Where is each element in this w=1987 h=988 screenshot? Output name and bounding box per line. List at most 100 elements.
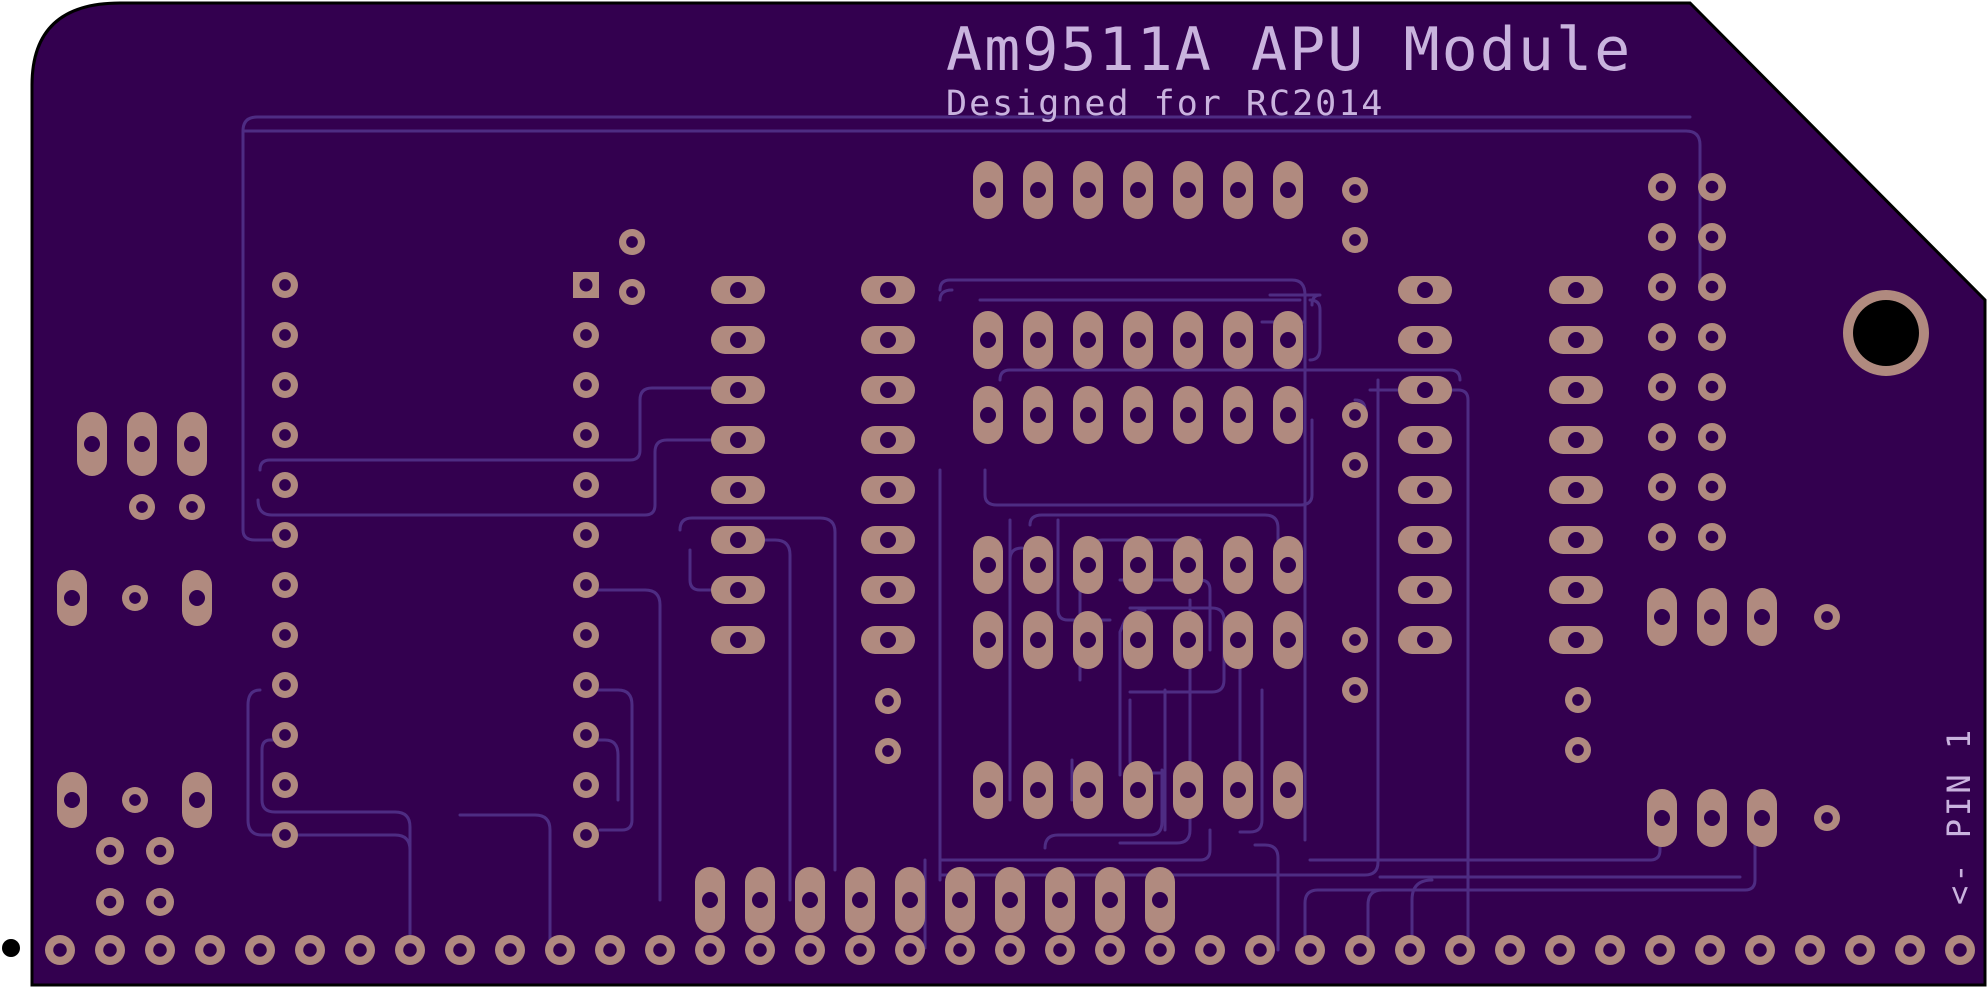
header-pin [695, 867, 725, 933]
ic4-bottom-pin [973, 386, 1003, 444]
regulator-pin [1647, 789, 1677, 847]
dip-right-pin [573, 372, 599, 398]
edge-connector-pin [1695, 935, 1725, 965]
left-header-pad [146, 837, 174, 865]
ic3-top-pin [973, 161, 1003, 219]
edge-connector-pin [1395, 935, 1425, 965]
pad [875, 738, 901, 764]
dip-right-pin [573, 322, 599, 348]
edge-connector-pin [1895, 935, 1925, 965]
ic5-bottom-pin [1023, 611, 1053, 669]
edge-connector-pin [695, 935, 725, 965]
mounting-hole [1843, 290, 1929, 376]
pin-header-pad [1698, 223, 1726, 251]
ic4-bottom-pin [1073, 386, 1103, 444]
header-pin [745, 867, 775, 933]
ic6-bottom-pin [1173, 761, 1203, 819]
regulator-pin [1747, 789, 1777, 847]
edge-connector-pin [1945, 935, 1975, 965]
regulator-pin [1697, 588, 1727, 646]
ic4-bottom-pin [1223, 386, 1253, 444]
edge-connector-pin [245, 935, 275, 965]
pad [122, 585, 148, 611]
ic5-top-pin [1073, 536, 1103, 594]
pin-header-pad [1698, 473, 1726, 501]
edge-connector-pin [95, 935, 125, 965]
edge-connector-pin [595, 935, 625, 965]
ic4-bottom-pin [1273, 386, 1303, 444]
ic6-bottom-pin [1073, 761, 1103, 819]
ic2-left-pin [711, 526, 765, 554]
ic7-left-pin [1398, 576, 1452, 604]
ic7-right-pin [1549, 276, 1603, 304]
left-component-pin [127, 412, 157, 476]
edge-connector-pin [1195, 935, 1225, 965]
dip-right-pin [573, 772, 599, 798]
ic7-left-pin [1398, 476, 1452, 504]
ic5-bottom-pin [1223, 611, 1253, 669]
ic5-top-pin [973, 536, 1003, 594]
ic2-left-pin [711, 376, 765, 404]
edge-connector-pin [195, 935, 225, 965]
pin-header-pad [1648, 373, 1676, 401]
ic3-top-pin [1123, 161, 1153, 219]
left-header-pad [146, 888, 174, 916]
regulator-pin [1747, 588, 1777, 646]
ic3-top-pin [1023, 161, 1053, 219]
ic2-left-pin [711, 626, 765, 654]
dip-right-pin [573, 822, 599, 848]
edge-connector-pin [295, 935, 325, 965]
edge-connector-pin [1595, 935, 1625, 965]
ic2-right-pin [861, 626, 915, 654]
capacitor-pad [1342, 402, 1368, 428]
dip-left-pin [272, 822, 298, 848]
pad [179, 494, 205, 520]
dip-right-pin [573, 472, 599, 498]
ic5-bottom-pin [1073, 611, 1103, 669]
left-crystal-pin [57, 772, 87, 828]
jumper-pin [619, 279, 645, 305]
dip-left-pin [272, 672, 298, 698]
ic7-right-pin [1549, 576, 1603, 604]
pad [1814, 604, 1840, 630]
edge-connector-pin [1495, 935, 1525, 965]
ic6-bottom-pin [1273, 761, 1303, 819]
edge-connector-pin [1795, 935, 1825, 965]
pad [1814, 805, 1840, 831]
ic6-bottom-pin [1223, 761, 1253, 819]
edge-connector-pin [845, 935, 875, 965]
dip-right-pin [573, 522, 599, 548]
dip-left-pin [272, 272, 298, 298]
edge-connector-pin [345, 935, 375, 965]
header-pin [1095, 867, 1125, 933]
dip-right-pin [573, 722, 599, 748]
ic7-right-pin [1549, 626, 1603, 654]
ic3-top-pin [1223, 161, 1253, 219]
ic2-right-pin [861, 426, 915, 454]
ic6-bottom-pin [1023, 761, 1053, 819]
ic5-top-pin [1123, 536, 1153, 594]
ic5-top-pin [1173, 536, 1203, 594]
ic4-top-pin [1173, 311, 1203, 369]
ic7-right-pin [1549, 376, 1603, 404]
ic5-top-pin [1023, 536, 1053, 594]
pin-header-pad [1648, 423, 1676, 451]
edge-connector-pin [945, 935, 975, 965]
dip-right-pin [573, 672, 599, 698]
edge-connector-pin [45, 935, 75, 965]
ic7-left-pin [1398, 626, 1452, 654]
pin-header-pad [1648, 323, 1676, 351]
ic2-left-pin [711, 426, 765, 454]
ic2-right-pin [861, 526, 915, 554]
pin-header-pad [1698, 373, 1726, 401]
left-crystal-pin [182, 772, 212, 828]
board-outline [30, 1, 1987, 987]
ic5-top-pin [1273, 536, 1303, 594]
pin1-label: <- PIN 1 [1940, 727, 1978, 905]
edge-connector-pin [1145, 935, 1175, 965]
ic3-top-pin [1073, 161, 1103, 219]
pin-header-pad [1648, 473, 1676, 501]
pad [122, 787, 148, 813]
header-pin [1145, 867, 1175, 933]
ic7-right-pin [1549, 526, 1603, 554]
